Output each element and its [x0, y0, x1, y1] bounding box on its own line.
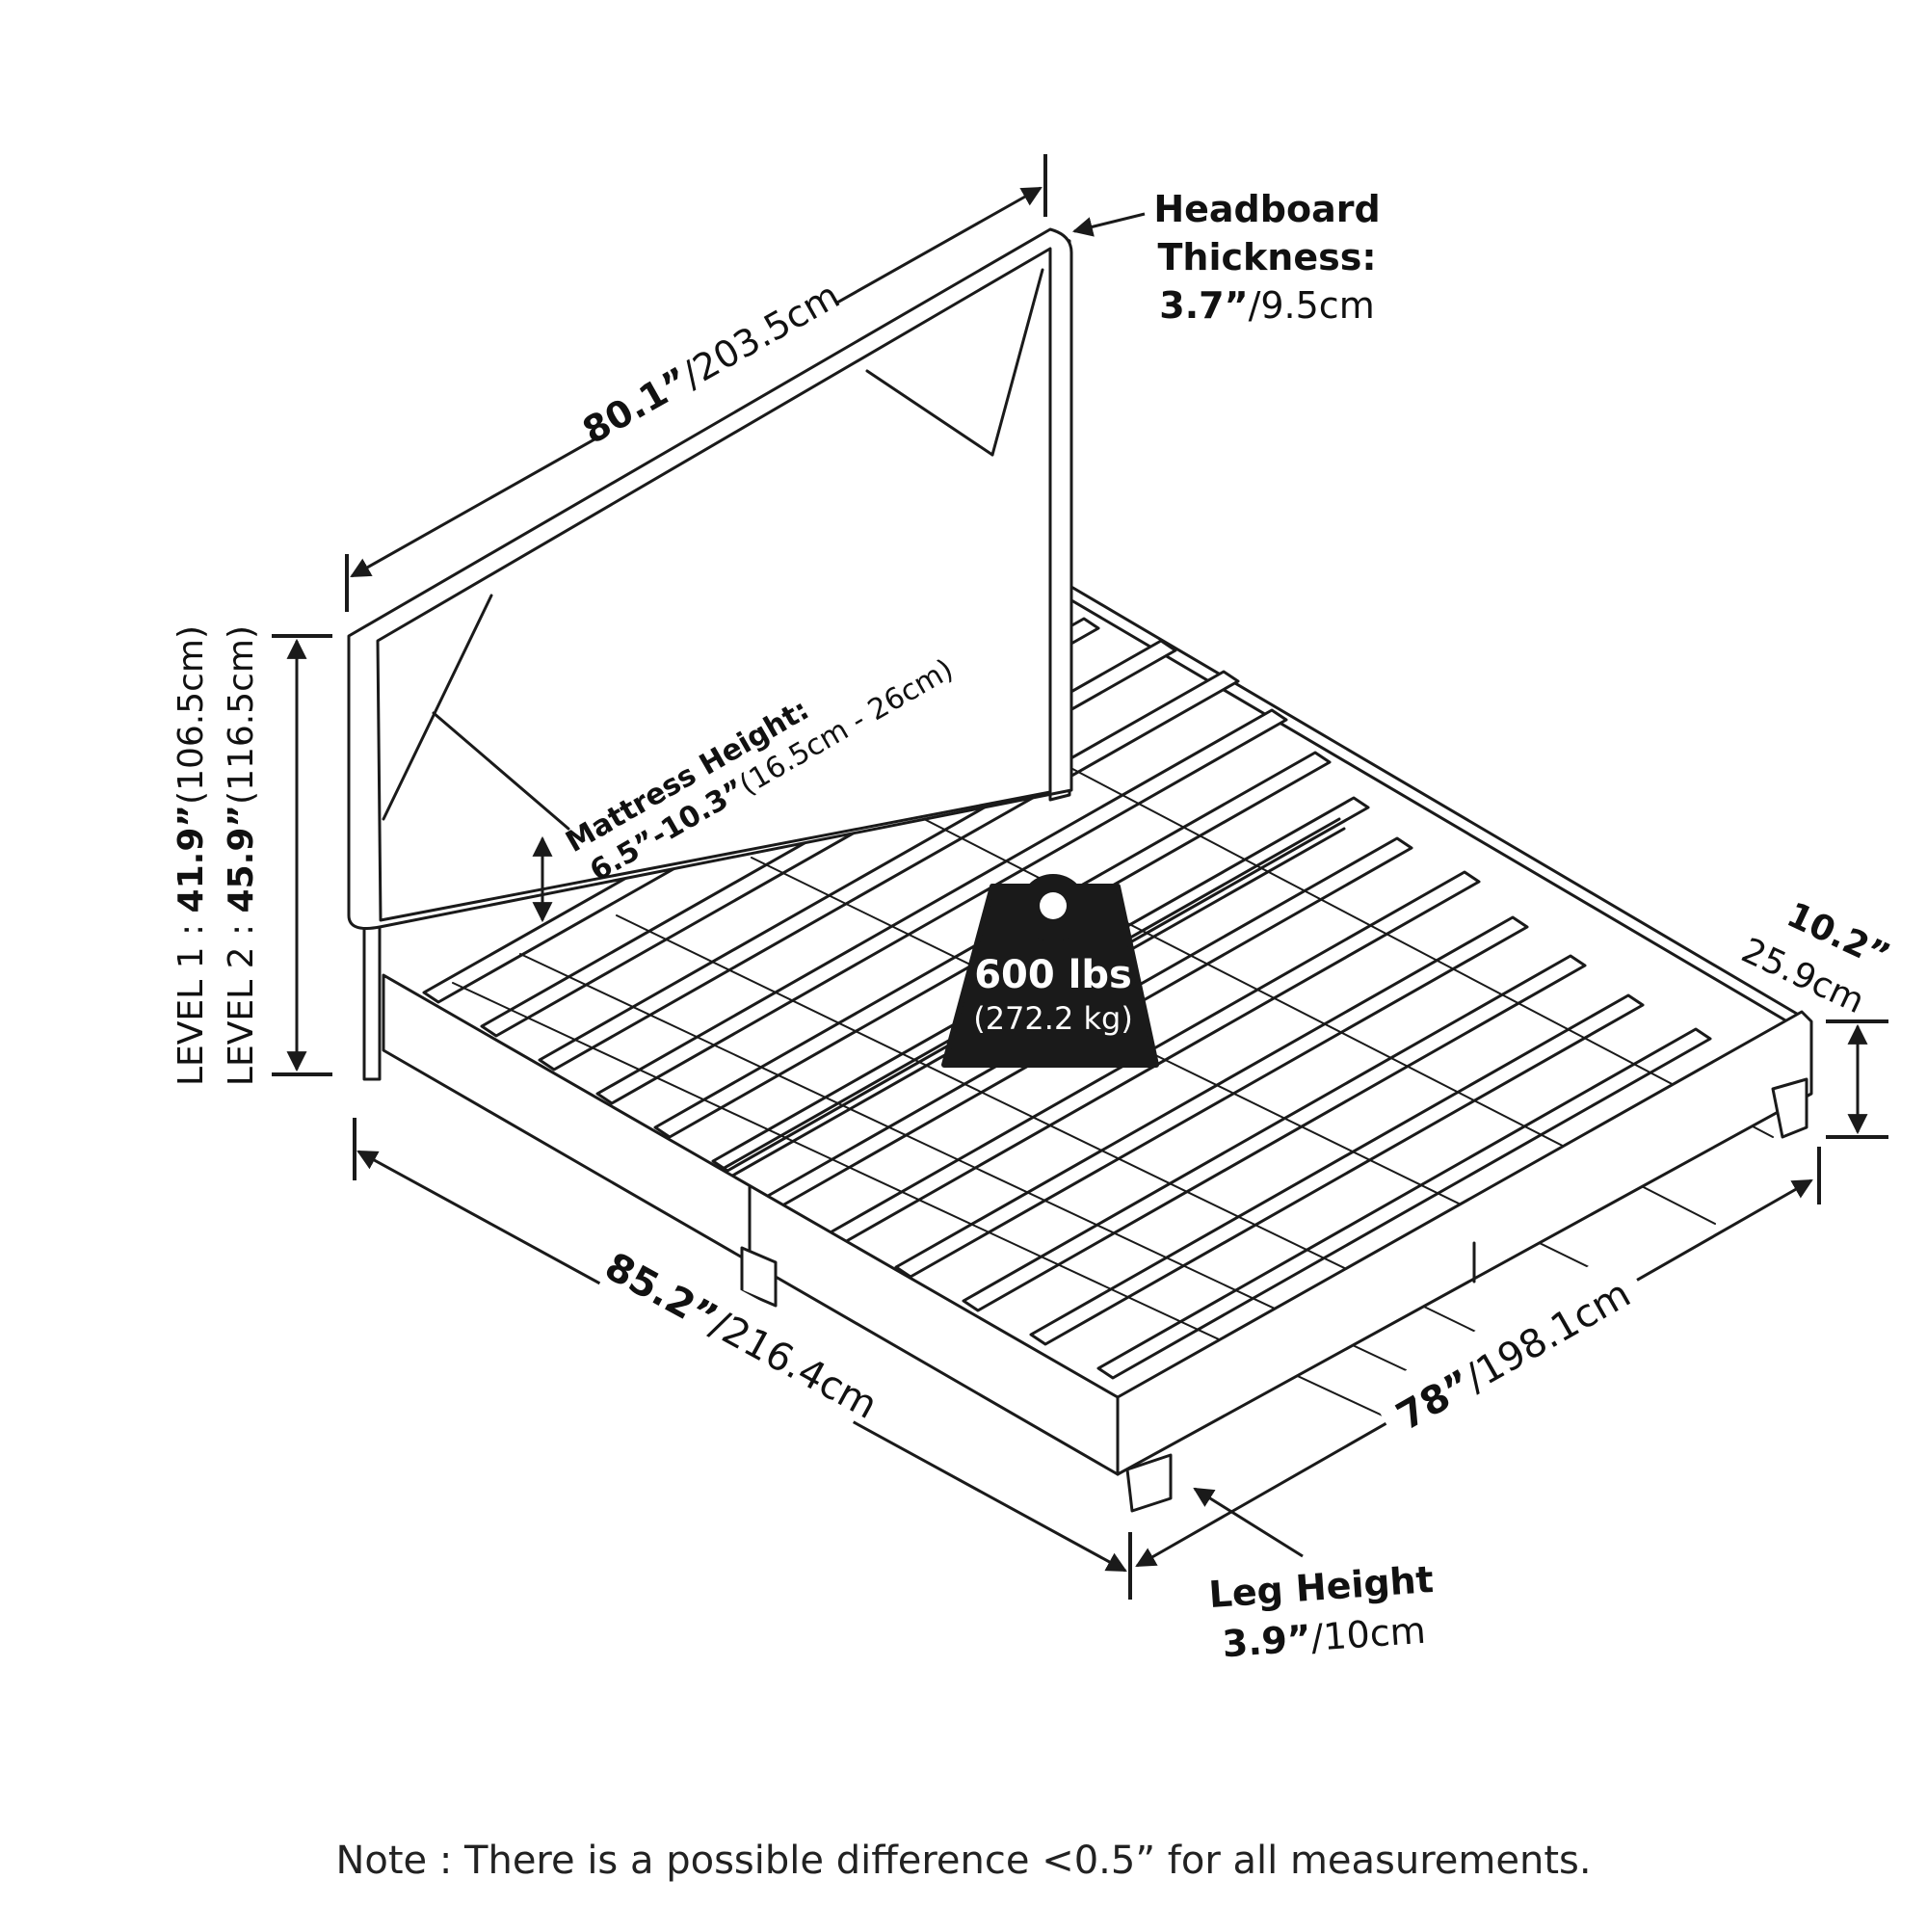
headboard-thickness-title1: Headboard: [1153, 188, 1380, 230]
weight-sub-label: (272.2 kg): [973, 1000, 1133, 1037]
leg-height-imperial: 3.9”: [1221, 1617, 1312, 1665]
measurement-note: Note : There is a possible difference <0…: [335, 1839, 1592, 1883]
height-level2-label: LEVEL 2 : 45.9”(116.5cm): [222, 625, 261, 1086]
height-level2-imperial: 45.9”: [222, 805, 261, 913]
leg-front-right: [1771, 1077, 1808, 1139]
leg-height-value: 3.9”/10cm: [1221, 1609, 1427, 1666]
weight-main-label: 600 lbs: [974, 953, 1132, 997]
headboard-leg-left: [362, 913, 382, 1081]
dimension-height: LEVEL 1 : 41.9”(106.5cm) LEVEL 2 : 45.9”…: [172, 625, 332, 1086]
headboard-thickness-imperial: 3.7”: [1159, 284, 1248, 327]
dimension-headboard-thickness: Headboard Thickness: 3.7”/9.5cm: [1071, 188, 1381, 327]
headboard-thickness-title2: Thickness:: [1157, 236, 1376, 278]
dimension-leg-height: Leg Height 3.9”/10cm: [1193, 1487, 1435, 1666]
height-level1-label: LEVEL 1 : 41.9”(106.5cm): [172, 625, 211, 1086]
leg-height-metric: /10cm: [1309, 1609, 1427, 1659]
height-level2-prefix: LEVEL 2 :: [222, 913, 261, 1086]
height-level1-imperial: 41.9”: [172, 805, 211, 913]
leg-height-title: Leg Height: [1207, 1558, 1435, 1616]
height-level2-metric: (116.5cm): [222, 625, 261, 805]
headboard-thickness-metric: /9.5cm: [1249, 284, 1375, 327]
height-level1-prefix: LEVEL 1 :: [172, 913, 211, 1086]
weight-badge: 600 lbs (272.2 kg): [941, 874, 1159, 1068]
height-level1-metric: (106.5cm): [172, 625, 211, 805]
headboard-thickness-value: 3.7”/9.5cm: [1159, 284, 1374, 327]
